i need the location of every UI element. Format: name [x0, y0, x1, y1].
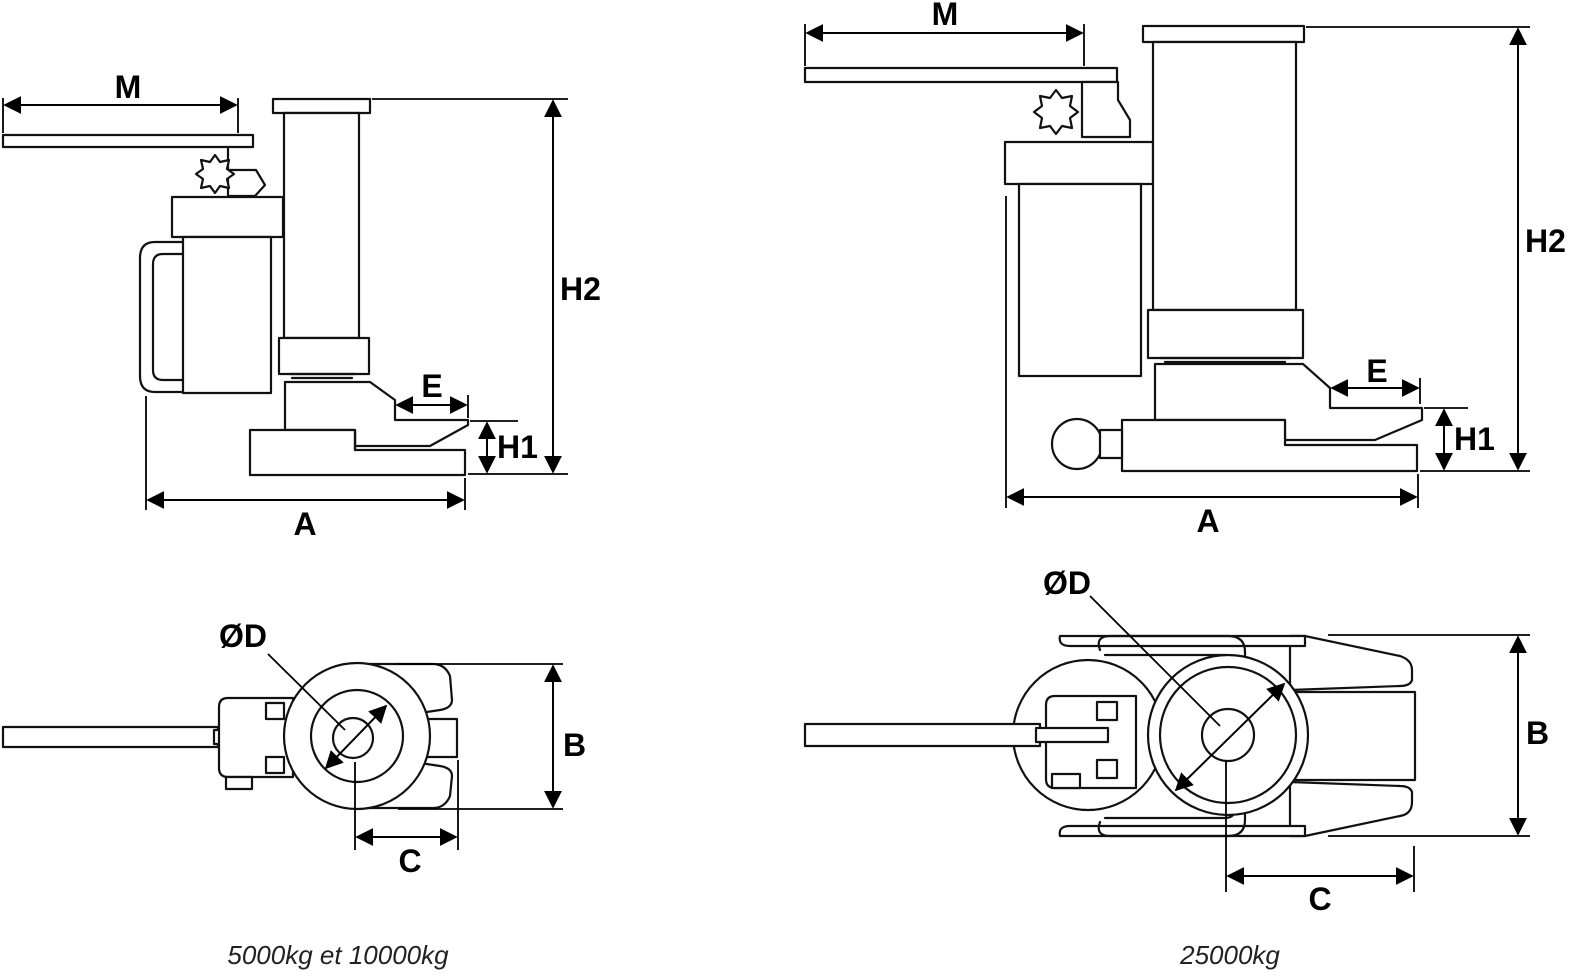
- star-knob-icon: [194, 153, 236, 195]
- top-handle-bar-large: [803, 722, 1042, 748]
- label-h2: H2: [560, 271, 601, 307]
- pump-handle-large: [803, 66, 1119, 84]
- ram-collar: [277, 336, 371, 376]
- side-view-small-dimensions: M H2 H1 E A: [2, 69, 601, 542]
- ram-top-plate: [271, 97, 372, 115]
- top-cylinder-ram: [309, 688, 405, 784]
- top-handle-bar: [1, 725, 220, 749]
- base-plate-large: [1120, 418, 1419, 473]
- dim-d-line-large: [1174, 682, 1286, 792]
- label-h2-large: H2: [1525, 223, 1566, 259]
- reservoir-body: [181, 235, 273, 395]
- wheel-large: [1050, 417, 1104, 471]
- ram-top-plate-large: [1141, 24, 1306, 44]
- side-view-small-jack: [1, 97, 470, 477]
- label-a-large: A: [1196, 503, 1219, 539]
- caption-large-model: 25000kg: [1179, 940, 1280, 970]
- label-m: M: [115, 69, 142, 105]
- ram-collar-large: [1146, 308, 1305, 360]
- top-view-large-jack: [803, 634, 1417, 838]
- pump-block-large: [1080, 80, 1132, 139]
- ram-column: [282, 111, 361, 340]
- cylinder-collar: [170, 195, 285, 239]
- label-m-large: M: [932, 0, 959, 32]
- side-view-large-dimensions: M H2 H1 E A: [804, 0, 1566, 539]
- star-knob-icon: [1032, 88, 1080, 136]
- top-cylinder-ram-large: [1158, 665, 1298, 805]
- dim-d-line: [324, 704, 388, 770]
- label-d: ØD: [219, 618, 267, 654]
- label-d-large: ØD: [1043, 565, 1091, 601]
- label-h1: H1: [497, 429, 538, 465]
- carry-handle: [138, 240, 185, 394]
- reservoir-body-large: [1017, 182, 1143, 378]
- cylinder-collar-large: [1003, 140, 1155, 186]
- label-c: C: [398, 843, 421, 879]
- label-c-large: C: [1308, 881, 1331, 917]
- top-view-small-jack: [1, 661, 459, 811]
- top-view-small-dimensions: ØD B C: [219, 618, 586, 879]
- side-view-large-jack: [803, 24, 1424, 473]
- ram-column-large: [1151, 40, 1298, 312]
- label-e: E: [421, 368, 442, 404]
- top-view-large-dimensions: ØD B C: [1043, 565, 1549, 917]
- caption-small-models: 5000kg et 10000kg: [227, 940, 449, 970]
- top-toe-lower-large: [1288, 780, 1414, 838]
- label-b-large: B: [1526, 715, 1549, 751]
- pump-handle: [1, 133, 255, 149]
- label-a: A: [293, 506, 316, 542]
- label-b: B: [563, 727, 586, 763]
- pump-block: [226, 145, 267, 198]
- label-h1-large: H1: [1454, 421, 1495, 457]
- top-toe-upper-large: [1288, 634, 1414, 692]
- label-e-large: E: [1366, 353, 1387, 389]
